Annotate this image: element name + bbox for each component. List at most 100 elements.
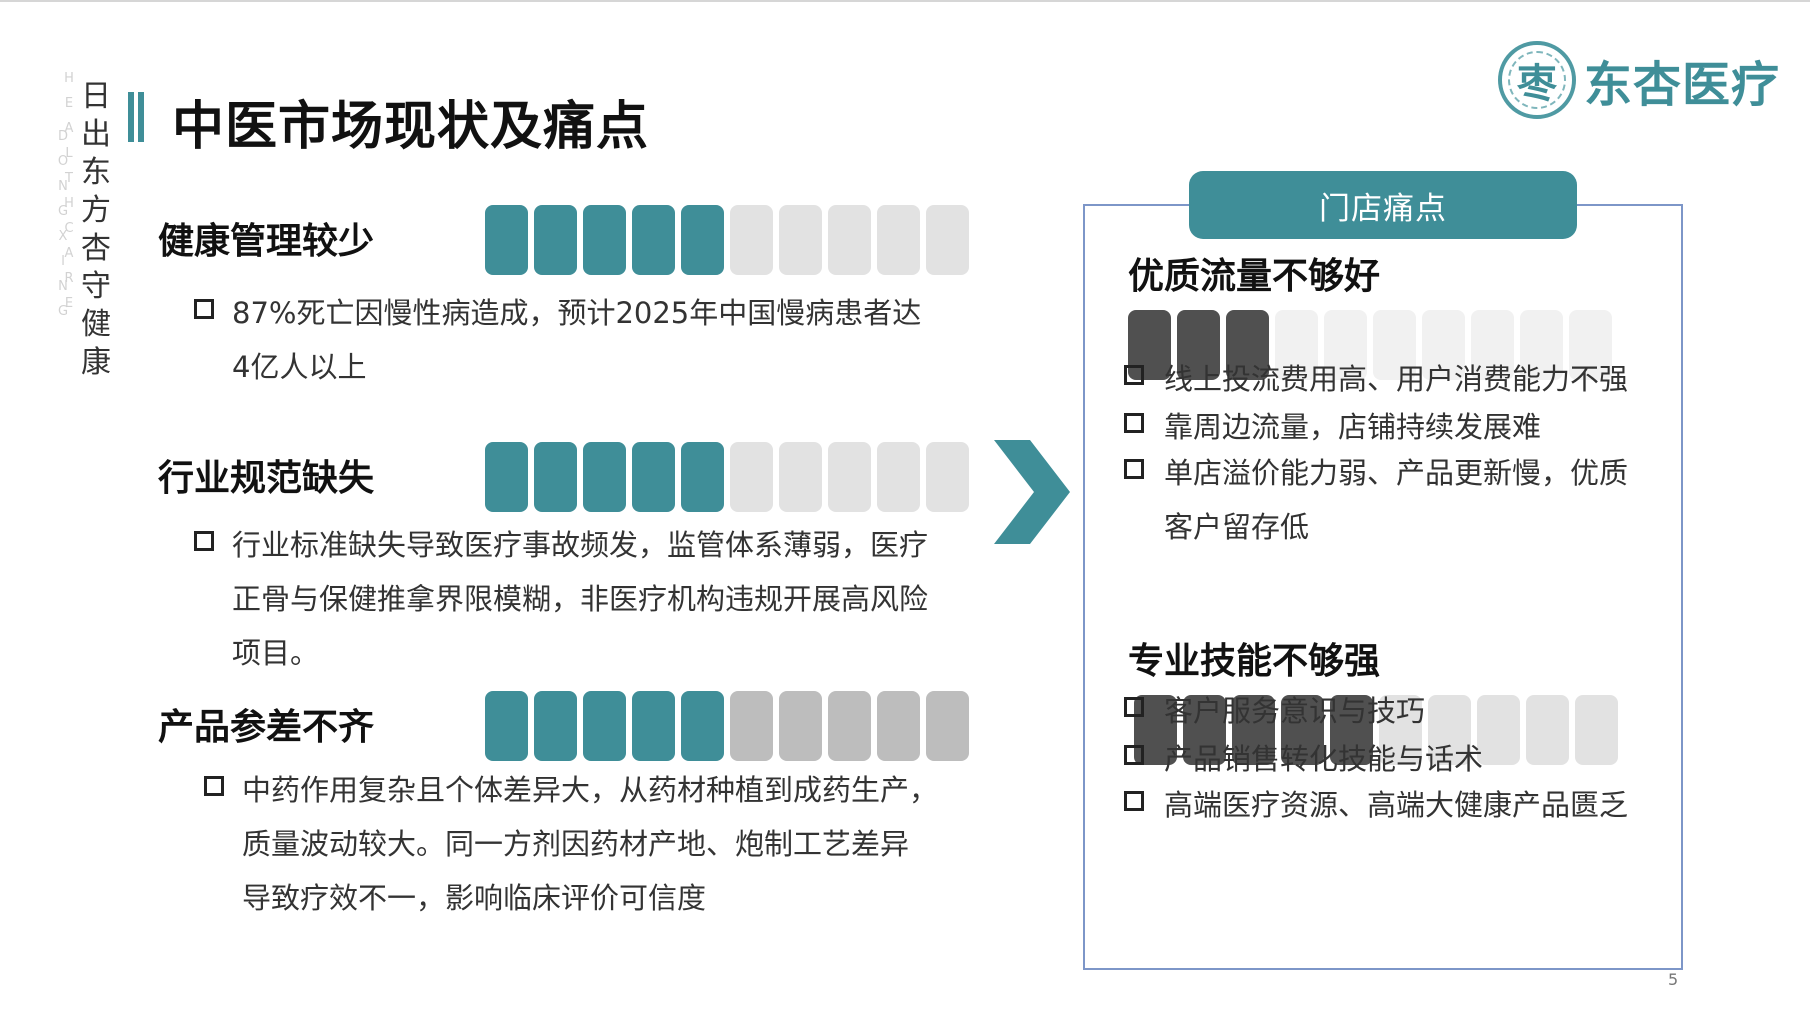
slogan-char: A xyxy=(64,246,74,261)
panel-bullet: 客户服务意识与技巧 xyxy=(1124,684,1425,738)
bullet-line: 正骨与保健推拿界限模糊，非医疗机构违规开展高风险 xyxy=(232,582,929,616)
section-title-traffic: 优质流量不够好 xyxy=(1128,256,1381,297)
bullet-line: 高端医疗资源、高端大健康产品匮乏 xyxy=(1164,788,1629,822)
rating-meter-industry-standards xyxy=(485,442,969,512)
page-number: 5 xyxy=(1668,970,1679,989)
bullet-line: 线上投流费用高、用户消费能力不强 xyxy=(1164,362,1629,396)
slogan-char: T xyxy=(65,171,73,186)
panel-bullet: 线上投流费用高、用户消费能力不强 xyxy=(1124,352,1628,406)
meter-block-empty xyxy=(1422,310,1465,380)
meter-block-empty xyxy=(1520,310,1563,380)
meter-block-filled xyxy=(681,442,724,512)
page-title: 中医市场现状及痛点 xyxy=(172,97,650,157)
bullet-line: 项目。 xyxy=(232,636,320,670)
bullet-text: 靠周边流量，店铺持续发展难 xyxy=(1164,400,1541,454)
bullet-line: 产品销售转化技能与话术 xyxy=(1164,742,1484,776)
meter-block-empty xyxy=(730,205,773,275)
meter-block-filled xyxy=(485,691,528,761)
bullet-text: 中药作用复杂且个体差异大，从药材种植到成药生产， 质量波动较大。同一方剂因药材产地… xyxy=(242,763,938,925)
meter-block-filled xyxy=(1128,310,1171,380)
meter-block-empty xyxy=(1569,310,1612,380)
slogan-char: X xyxy=(58,229,68,244)
meter-block-filled xyxy=(583,205,626,275)
slogan-char: D xyxy=(57,129,68,144)
meter-block-filled xyxy=(485,442,528,512)
meter-block-filled xyxy=(534,691,577,761)
meter-block-filled xyxy=(1281,695,1324,765)
checkbox-square-icon xyxy=(204,776,224,796)
meter-block-empty xyxy=(828,442,871,512)
meter-block-empty xyxy=(1575,695,1618,765)
meter-block-empty xyxy=(779,205,822,275)
meter-block-empty xyxy=(926,442,969,512)
checkbox-square-icon xyxy=(1124,697,1144,717)
meter-block-filled xyxy=(681,691,724,761)
section-title-skills: 专业技能不够强 xyxy=(1128,641,1381,682)
bullet-line: 中药作用复杂且个体差异大，从药材种植到成药生产， xyxy=(242,773,939,807)
slogan-char: 康 xyxy=(81,345,111,380)
slogan-char: G xyxy=(57,204,69,219)
meter-block-empty xyxy=(1471,310,1514,380)
top-divider xyxy=(0,0,1810,2)
rating-meter-product-quality xyxy=(485,691,969,761)
rating-meter-skills xyxy=(1134,695,1618,765)
bullet-product-quality: 中药作用复杂且个体差异大，从药材种植到成药生产， 质量波动较大。同一方剂因药材产地… xyxy=(204,763,938,925)
slogan-char: H xyxy=(64,196,74,211)
meter-block-empty xyxy=(1379,695,1422,765)
slogan-char: 东 xyxy=(81,155,111,190)
meter-block-empty xyxy=(730,691,773,761)
bullet-text: 高端医疗资源、高端大健康产品匮乏 xyxy=(1164,778,1628,832)
slogan-char: L xyxy=(65,146,73,161)
meter-block-filled xyxy=(632,205,675,275)
panel-bullet: 单店溢价能力弱、产品更新慢，优质客户留存低 xyxy=(1124,446,1628,554)
slogan-char: 守 xyxy=(81,269,111,304)
slogan-char: E xyxy=(64,96,74,111)
meter-block-empty xyxy=(1526,695,1569,765)
meter-block-empty xyxy=(877,205,920,275)
bullet-text: 客户服务意识与技巧 xyxy=(1164,684,1425,738)
bullet-text: 产品销售转化技能与话术 xyxy=(1164,732,1483,786)
slogan-char: N xyxy=(58,279,68,294)
rating-meter-traffic xyxy=(1128,310,1612,380)
meter-block-filled xyxy=(1183,695,1226,765)
bullet-text: 单店溢价能力弱、产品更新慢，优质客户留存低 xyxy=(1164,446,1628,554)
slogan-char: 杏 xyxy=(81,231,111,266)
meter-block-filled xyxy=(632,691,675,761)
checkbox-square-icon xyxy=(1124,745,1144,765)
logo-seal-icon: 枣 xyxy=(1498,41,1576,119)
meter-block-empty xyxy=(1428,695,1471,765)
slogan-char: N xyxy=(58,179,68,194)
checkbox-square-icon xyxy=(1124,413,1144,433)
slogan-char: C xyxy=(64,221,74,236)
meter-block-empty xyxy=(1373,310,1416,380)
bullet-line: 质量波动较大。同一方剂因药材产地、炮制工艺差异 xyxy=(242,827,910,861)
bullet-line: 导致疗效不一，影响临床评价可信度 xyxy=(242,881,707,915)
meter-block-filled xyxy=(534,205,577,275)
slogan-char: R xyxy=(64,271,74,286)
bullet-industry-standards: 行业标准缺失导致医疗事故频发，监管体系薄弱，医疗正骨与保健推拿界限模糊，非医疗机… xyxy=(194,518,928,680)
rating-meter-health-management xyxy=(485,205,969,275)
checkbox-square-icon xyxy=(194,299,214,319)
meter-block-filled xyxy=(583,691,626,761)
meter-block-empty xyxy=(1477,695,1520,765)
meter-block-empty xyxy=(1275,310,1318,380)
meter-block-empty xyxy=(926,205,969,275)
slogan-char: I xyxy=(61,254,65,269)
meter-block-empty xyxy=(779,691,822,761)
meter-block-filled xyxy=(1177,310,1220,380)
meter-block-empty xyxy=(926,691,969,761)
panel-bullet: 靠周边流量，店铺持续发展难 xyxy=(1124,400,1541,454)
bullet-text: 行业标准缺失导致医疗事故频发，监管体系薄弱，医疗正骨与保健推拿界限模糊，非医疗机… xyxy=(232,518,928,680)
title-accent-bars xyxy=(128,92,148,142)
chevron-right-icon xyxy=(994,440,1070,544)
meter-block-empty xyxy=(1324,310,1367,380)
bullet-text: 线上投流费用高、用户消费能力不强 xyxy=(1164,352,1628,406)
meter-block-empty xyxy=(877,442,920,512)
company-logo: 枣 东杏医疗 xyxy=(1498,40,1780,120)
slogan-char: A xyxy=(64,121,74,136)
slogan-char: E xyxy=(64,296,74,311)
bullet-line: 靠周边流量，店铺持续发展难 xyxy=(1164,410,1542,444)
